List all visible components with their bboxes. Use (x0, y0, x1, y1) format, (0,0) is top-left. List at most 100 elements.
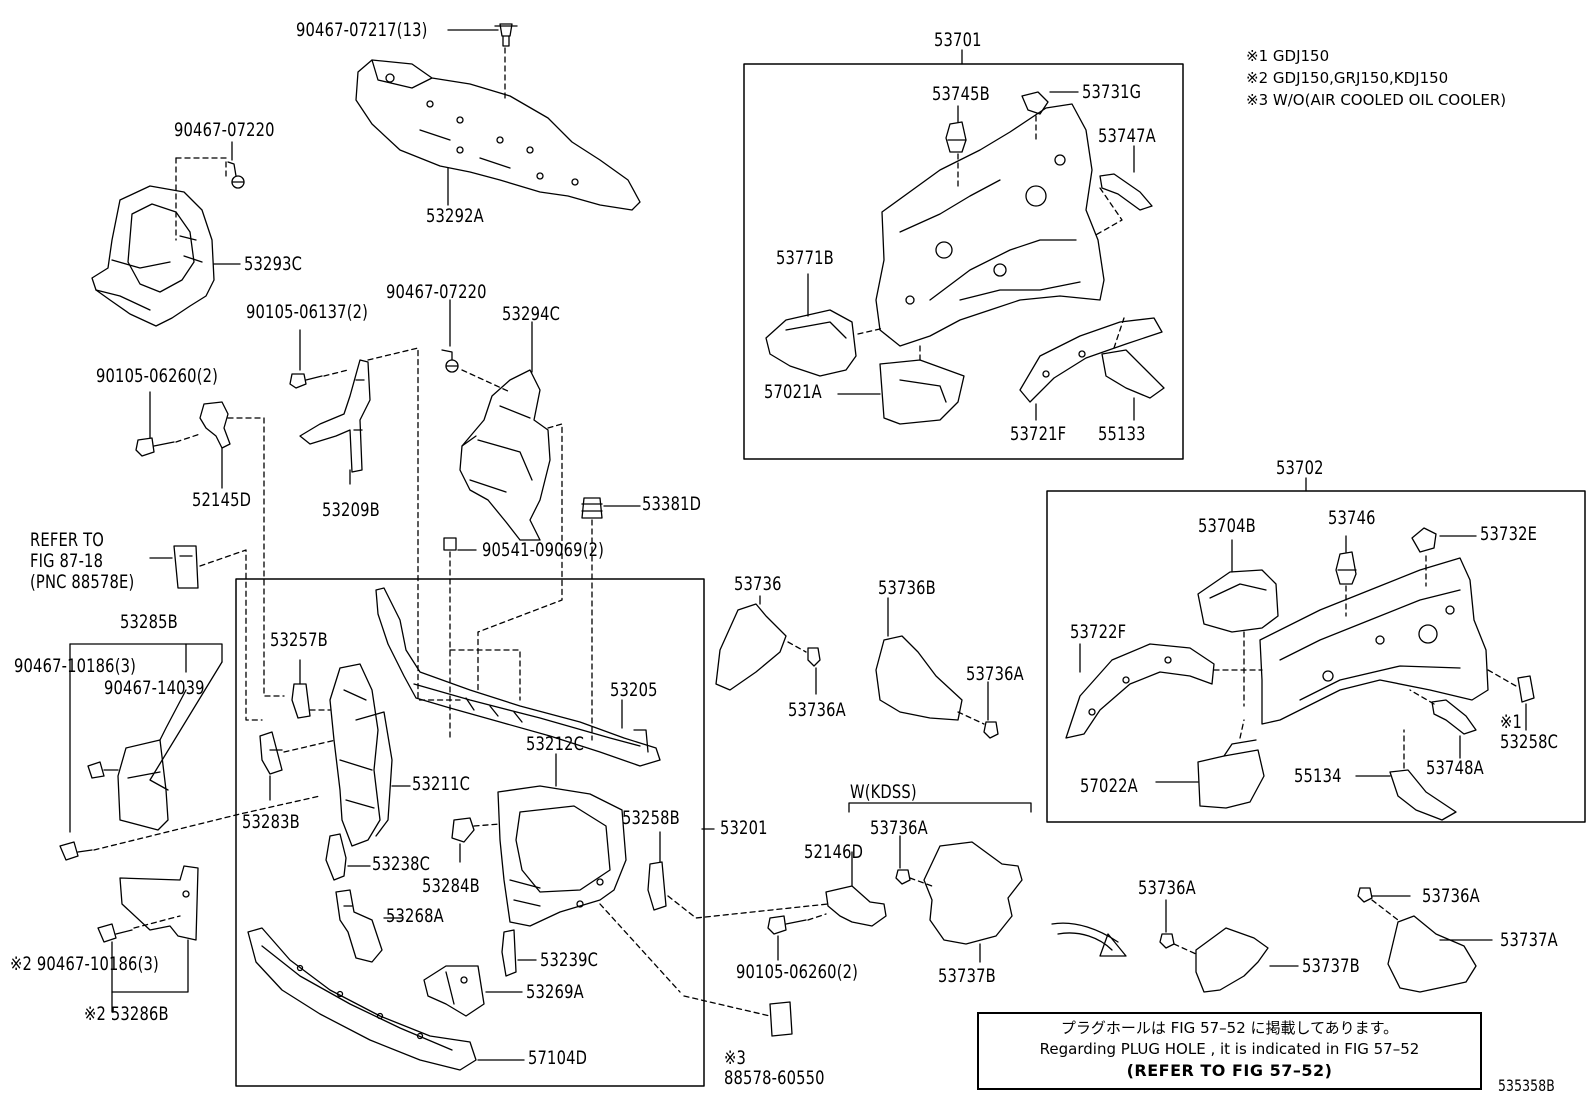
label-53284b: 53284B (422, 875, 480, 897)
label-kdss: W(KDSS) (850, 781, 917, 803)
part-57021a (879, 359, 965, 425)
part-53721f (1019, 317, 1163, 403)
label-55133: 55133 (1098, 423, 1146, 445)
label-57104d: 57104D (528, 1047, 588, 1069)
label-53746: 53746 (1328, 507, 1376, 529)
label-90467-10186-a: 90467-10186(3) (14, 655, 137, 677)
mark-3: ※3 (724, 1047, 747, 1069)
part-53257b (291, 683, 311, 719)
label-53736a-d: 53736A (1138, 877, 1196, 899)
part-53269a (423, 965, 485, 1017)
legend-3: ※3 W/O(AIR COOLED OIL COOLER) (1246, 91, 1507, 109)
legend-1: ※1 GDJ150 (1246, 47, 1330, 65)
label-53294c: 53294C (502, 303, 561, 325)
part-53701-apron (875, 103, 1105, 347)
label-53736a-b: 53736A (966, 663, 1024, 685)
label-53268a: 53268A (386, 905, 444, 927)
label-53286b: ※2 53286B (84, 1003, 169, 1025)
label-53258c: 53258C (1500, 731, 1559, 753)
label-53212c: 53212C (526, 733, 585, 755)
label-90105-06137: 90105-06137(2) (246, 301, 369, 323)
label-53732e: 53732E (1480, 523, 1538, 545)
clip-53736a-b (983, 721, 999, 739)
label-53731g: 53731G (1082, 81, 1142, 103)
part-88578-60550 (769, 1001, 793, 1037)
part-53209b (299, 359, 371, 473)
label-53736b: 53736B (878, 577, 936, 599)
bolt-90105-06137 (289, 373, 323, 389)
plug-note-en: Regarding PLUG HOLE , it is indicated in… (1039, 1040, 1420, 1058)
label-90467-07217: 90467-07217(13) (296, 19, 428, 41)
label-53701: 53701 (934, 29, 982, 51)
clip-53736a-d (1159, 933, 1175, 949)
label-53736a-a: 53736A (788, 699, 846, 721)
label-53748a: 53748A (1426, 757, 1484, 779)
part-53268a (335, 889, 383, 963)
label-53736a-e: 53736A (1422, 885, 1480, 907)
label-53704b: 53704B (1198, 515, 1256, 537)
part-53771b (765, 309, 857, 377)
plug-note-ja: プラグホールは FIG 57–52 に掲載してあります。 (1060, 1019, 1399, 1037)
label-57022a: 57022A (1080, 775, 1138, 797)
part-53286b (119, 865, 199, 941)
label-53257b: 53257B (270, 629, 328, 651)
part-53737b-right (1195, 927, 1269, 993)
part-53211c (329, 663, 393, 847)
label-52146d: 52146D (804, 841, 864, 863)
label-88578-60550: 88578-60550 (724, 1067, 825, 1089)
part-53747a (1099, 173, 1153, 211)
part-55134 (1389, 769, 1457, 821)
part-53745b (945, 121, 967, 153)
clip-90467-07220-a (227, 161, 245, 189)
clip-53736a-a (807, 647, 821, 667)
label-53736: 53736 (734, 573, 782, 595)
clip-53736a-c (895, 869, 911, 885)
mark-1: ※1 (1500, 711, 1523, 733)
part-88578e-ref (173, 545, 199, 589)
part-53258b (647, 861, 667, 911)
part-53381d-cushion (581, 497, 603, 519)
part-53239c (501, 929, 517, 977)
part-57022a (1197, 739, 1265, 809)
box-53701 (743, 63, 1184, 460)
part-53722f (1065, 643, 1215, 739)
legend-2: ※2 GDJ150,GRJ150,KDJ150 (1246, 69, 1449, 87)
label-53258b: 53258B (622, 807, 680, 829)
label-90467-07220-a: 90467-07220 (174, 119, 275, 141)
label-57021a: 57021A (764, 381, 822, 403)
label-53285b: 53285B (120, 611, 178, 633)
label-90541-09069: 90541-09069(2) (482, 539, 605, 561)
label-53737b-right: 53737B (1302, 955, 1360, 977)
label-90467-10186-b: ※2 90467-10186(3) (10, 953, 159, 975)
label-53736a-c: 53736A (870, 817, 928, 839)
part-53736-shield (715, 603, 787, 691)
part-53294c (459, 369, 551, 541)
part-53205-upper (375, 587, 661, 767)
part-53704b (1197, 569, 1279, 633)
label-90105-06260-a: 90105-06260(2) (96, 365, 219, 387)
clip-90467-10186-a (87, 761, 119, 779)
part-90541-09069 (443, 537, 457, 551)
part-53238c (325, 833, 347, 881)
part-52146d (825, 885, 887, 927)
bolt-90105-06260-b (767, 915, 807, 935)
part-53737a-right (1387, 915, 1477, 993)
part-53731g (1021, 91, 1049, 115)
clip-90467-07217 (494, 23, 518, 47)
label-53201: 53201 (720, 817, 768, 839)
diagram-id: 535358B (1498, 1076, 1555, 1095)
part-53258c (1517, 675, 1535, 703)
label-90467-07220-b: 90467-07220 (386, 281, 487, 303)
label-53209b: 53209B (322, 499, 380, 521)
label-90105-06260-b: 90105-06260(2) (736, 961, 859, 983)
label-53211c: 53211C (412, 773, 471, 795)
part-57104d (247, 927, 477, 1071)
label-53293c: 53293C (244, 253, 303, 275)
refer-line-3: (PNC 88578E) (30, 571, 135, 593)
label-53747a: 53747A (1098, 125, 1156, 147)
label-52145d: 52145D (192, 489, 252, 511)
clip-90467-14039-a (59, 841, 93, 861)
label-53238c: 53238C (372, 853, 431, 875)
